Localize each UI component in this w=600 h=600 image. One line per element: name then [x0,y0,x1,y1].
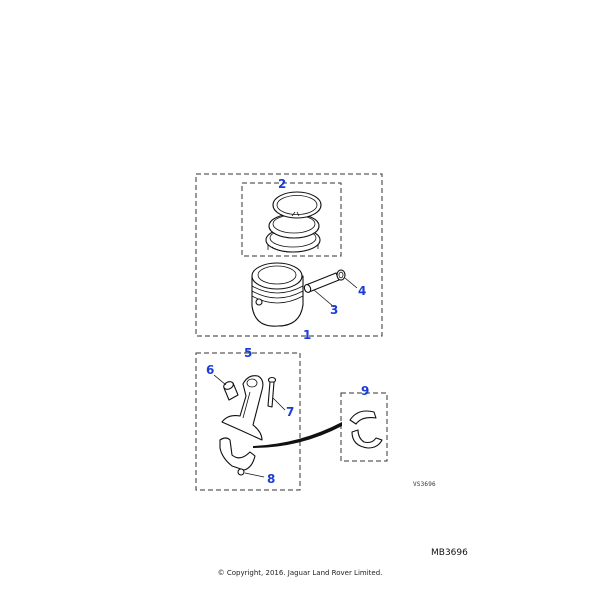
gudgeon-pin-icon [303,272,340,293]
piston-icon [251,262,304,327]
connecting-rod-icon [221,375,264,441]
circlip-icon [336,269,346,281]
group-box-conrod-assembly [195,352,301,491]
callout-1[interactable]: 1 [303,328,311,342]
bearing-shells-icon [349,410,383,449]
figure-code: MB3696 [431,548,468,558]
reference-code: VS3696 [413,481,436,488]
callout-2[interactable]: 2 [278,177,286,191]
piston-rings-icon [265,191,322,253]
group-box-piston-assembly [195,173,383,337]
callout-7[interactable]: 7 [286,405,294,419]
copyright-notice: © Copyright, 2016. Jaguar Land Rover Lim… [217,569,383,577]
callout-6[interactable]: 6 [206,363,214,377]
conrod-cap-icon [219,437,256,476]
group-box-piston-rings [241,182,342,257]
callout-9[interactable]: 9 [361,384,369,398]
callout-4[interactable]: 4 [358,284,366,298]
callout-5[interactable]: 5 [244,346,252,360]
callout-3[interactable]: 3 [330,303,338,317]
bearing-leader-wedge [253,422,342,448]
group-box-bearing-shells [340,392,388,462]
callout-8[interactable]: 8 [267,472,275,486]
conrod-bolt-icon [267,376,277,408]
small-end-bush-icon [223,381,239,401]
